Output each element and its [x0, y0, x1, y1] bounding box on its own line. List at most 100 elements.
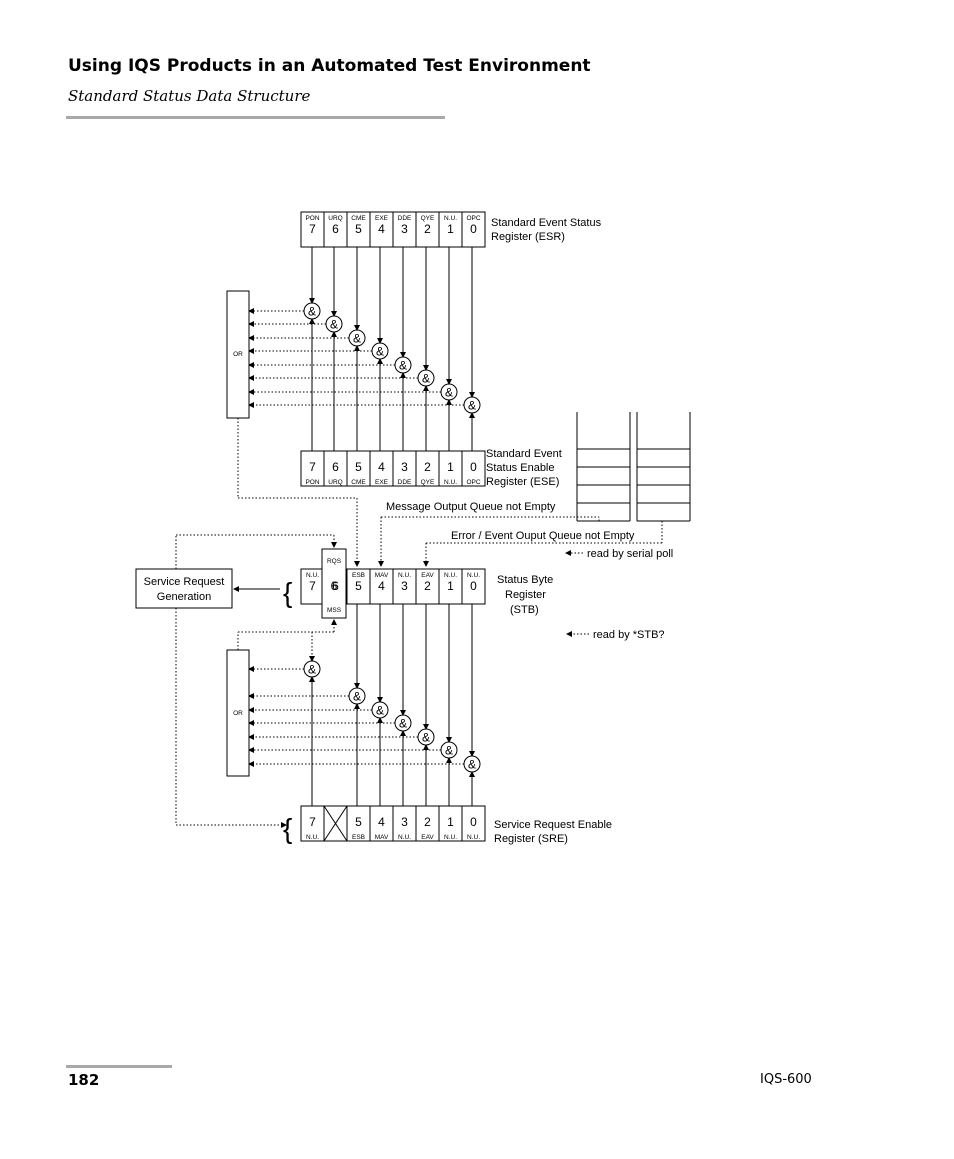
and-gate-esr [440, 383, 458, 401]
esr-register-bit-tag: URQ [328, 215, 342, 222]
ese-register-bit-num: 0 [470, 460, 477, 474]
sre-register-bit-tag: N.U. [306, 834, 319, 841]
stb-mss-label: MSS [327, 607, 342, 614]
and-gate-sre [303, 660, 321, 678]
register-shapes [135, 211, 691, 842]
esr-register-bit-num: 6 [332, 222, 339, 236]
sre-register-bit-tag: EAV [421, 834, 434, 841]
sre-register-bit-num: 3 [401, 815, 408, 829]
stb-label: (STB) [510, 604, 539, 616]
page-subtitle: Standard Status Data Structure [68, 87, 311, 105]
and-gate-esr [325, 315, 343, 333]
sre-brace: { [283, 813, 292, 844]
esr-register-bit-tag: N.U. [444, 215, 457, 222]
and-gate-esr-symbol: & [445, 386, 453, 400]
sre-register-bit-tag: ESB [352, 834, 365, 841]
stb-register-bit-tag: N.U. [467, 572, 480, 579]
esr-label: Standard Event Status [491, 217, 602, 229]
esr-register-bit-tag: PON [305, 215, 319, 222]
legend-stb: read by *STB? [593, 629, 665, 641]
and-gate-sre-symbol: & [468, 758, 476, 772]
and-gate-sre [348, 687, 366, 705]
stb-bit6-num: 6 [331, 579, 338, 593]
product-name: IQS-600 [760, 1072, 812, 1087]
and-gate-esr-symbol: & [468, 399, 476, 413]
service-request-label: Generation [157, 591, 211, 603]
sre-register-bit-num: 5 [355, 815, 362, 829]
sre-register-bit-tag: MAV [375, 834, 389, 841]
ese-register-bit-num: 3 [401, 460, 408, 474]
or2-label: OR [233, 710, 243, 717]
and-gate-sre [371, 701, 389, 719]
and-gate-esr [371, 342, 389, 360]
and-gate-esr-symbol: & [330, 318, 338, 332]
page-number: 182 [68, 1071, 100, 1089]
and-gate-esr-symbol: & [353, 332, 361, 346]
esr-label: Register (ESR) [491, 231, 565, 243]
and-gate-sre-symbol: & [422, 731, 430, 745]
stb-register-bit-tag: N.U. [306, 572, 319, 579]
and-gate-esr [417, 369, 435, 387]
stb-label: Register [505, 589, 546, 601]
esr-register-bit-tag: QYE [421, 215, 435, 222]
ese-register-bit-tag: DDE [398, 479, 412, 486]
sre-register-bit-tag: N.U. [398, 834, 411, 841]
connection-lines [175, 247, 663, 828]
footer-rule [66, 1065, 172, 1068]
sre-register-bit-num: 7 [309, 815, 316, 829]
and-gate-sre-symbol: & [353, 690, 361, 704]
and-gate-esr-symbol: & [308, 305, 316, 319]
header-rule [66, 116, 445, 119]
esr-register-bit-num: 4 [378, 222, 385, 236]
and-gate-esr-symbol: & [399, 359, 407, 373]
ese-register-bit-num: 6 [332, 460, 339, 474]
and-gate-esr-symbol: & [376, 345, 384, 359]
ese-register-bit-tag: PON [305, 479, 319, 486]
stb-register-bit-tag: EAV [421, 572, 434, 579]
esr-register-bit-num: 0 [470, 222, 477, 236]
and-gate-sre-symbol: & [445, 744, 453, 758]
esr-register-bit-num: 1 [447, 222, 454, 236]
stb-register-bit-tag: ESB [352, 572, 365, 579]
and-gate-esr [303, 302, 321, 320]
stb-register-bit-num: 0 [470, 579, 477, 593]
ese-register-bit-num: 4 [378, 460, 385, 474]
stb-rqs-label: RQS [327, 558, 342, 565]
and-gate-sre-symbol: & [376, 704, 384, 718]
ese-register-bit-tag: EXE [375, 479, 389, 486]
stb-register-bit-tag: N.U. [398, 572, 411, 579]
ese-register-bit-tag: N.U. [444, 479, 457, 486]
or-box-stb [226, 649, 250, 777]
service-request-generation-box [135, 568, 233, 609]
ese-register-bit-num: 5 [355, 460, 362, 474]
diagram-labels: OR&&&&&&&&PON7URQ6CME5EXE4DDE3QYE2N.U.1O… [144, 215, 674, 845]
and-gate-sre-symbol: & [399, 717, 407, 731]
stb-register-bit-num: 2 [424, 579, 431, 593]
ese-label: Register (ESE) [486, 476, 559, 488]
esr-register-bit-tag: DDE [398, 215, 412, 222]
and-gate-sre [440, 741, 458, 759]
stb-rqs-mss-cell [321, 548, 347, 619]
and-gate-sre-symbol: & [308, 663, 316, 677]
error-queue-label: Error / Event Ouput Queue not Empty [451, 530, 635, 542]
sre-register-bit-num: 2 [424, 815, 431, 829]
and-gate-sre [463, 755, 481, 773]
sre-register-bit-num: 4 [378, 815, 385, 829]
stb-register-bit-num: 1 [447, 579, 454, 593]
and-gate-esr-symbol: & [422, 372, 430, 386]
ese-label: Standard Event [486, 448, 562, 460]
sre-bit6-cross [323, 805, 348, 842]
page-title: Using IQS Products in an Automated Test … [68, 56, 591, 76]
esr-register-bit-num: 5 [355, 222, 362, 236]
ese-register-bit-num: 7 [309, 460, 316, 474]
sre-register-bit-tag: N.U. [444, 834, 457, 841]
sre-register-bit-num: 0 [470, 815, 477, 829]
and-gate-sre [394, 714, 412, 732]
ese-register-bit-num: 1 [447, 460, 454, 474]
sre-label: Service Request Enable [494, 819, 612, 831]
stb-register-bit-num: 3 [401, 579, 408, 593]
esr-register-bit-tag: EXE [375, 215, 389, 222]
or-box-esr [226, 290, 250, 419]
stb-register-bit-num: 4 [378, 579, 385, 593]
